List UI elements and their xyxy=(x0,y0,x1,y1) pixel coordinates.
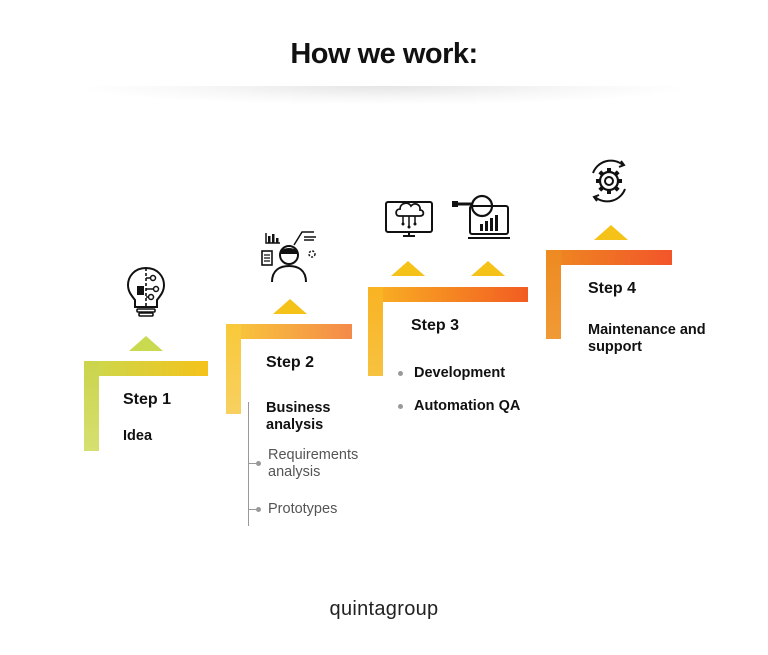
step-4-text: Maintenance and support xyxy=(588,322,706,355)
step-4-bar-horizontal xyxy=(546,250,672,265)
step-2-subitem-1: Requirements analysis xyxy=(268,447,359,480)
step-2-tree-dot-2 xyxy=(256,507,261,512)
step-1-label: Step 1 xyxy=(123,391,172,408)
step-1-bar-vertical xyxy=(84,361,99,451)
step-1-bar-horizontal xyxy=(84,361,208,376)
analyst-person-icon xyxy=(261,231,316,283)
step-3-triangle-2 xyxy=(471,261,505,276)
magnifier-chart-icon xyxy=(452,194,510,239)
step-3-bar-vertical xyxy=(368,287,383,376)
step-3-item-1: Development xyxy=(414,365,506,381)
brand-logo: quintagroup xyxy=(329,598,439,620)
step-1-triangle xyxy=(129,336,163,351)
cloud-monitor-icon xyxy=(385,201,433,237)
step-2-bar-horizontal xyxy=(226,324,352,339)
step-3-item-2: Automation QA xyxy=(414,398,521,414)
step-2-tree-line xyxy=(248,402,249,526)
step-2-text: Business analysis xyxy=(266,400,331,433)
page-title: How we work: xyxy=(290,38,478,70)
step-2-triangle xyxy=(273,299,307,314)
step-2-tree-tick-2 xyxy=(248,509,258,510)
step-2-bar-vertical xyxy=(226,324,241,414)
step-2-tree-tick-1 xyxy=(248,463,258,464)
step-4-icon xyxy=(585,157,633,205)
step-4-bar-vertical xyxy=(546,250,561,339)
step-3-icon-2 xyxy=(450,192,512,242)
step-3-label: Step 3 xyxy=(411,317,460,334)
step-3-bar-horizontal xyxy=(368,287,528,302)
step-2-tree-dot-1 xyxy=(256,461,261,466)
step-2-subitem-2: Prototypes xyxy=(268,501,338,517)
lightbulb-circuit-icon xyxy=(126,266,166,317)
step-1-text: Idea xyxy=(123,428,153,444)
step-2-label: Step 2 xyxy=(266,354,315,371)
step-3-bullet-1 xyxy=(398,371,403,376)
gear-cycle-icon xyxy=(592,159,626,203)
step-3-bullet-2 xyxy=(398,404,403,409)
step-4-triangle xyxy=(594,225,628,240)
step-1-icon xyxy=(122,262,170,320)
step-3-icon-1 xyxy=(383,192,435,242)
step-4-label: Step 4 xyxy=(588,280,637,297)
step-2-icon xyxy=(258,227,320,285)
step-3-triangle-1 xyxy=(391,261,425,276)
title-shadow xyxy=(90,86,678,104)
